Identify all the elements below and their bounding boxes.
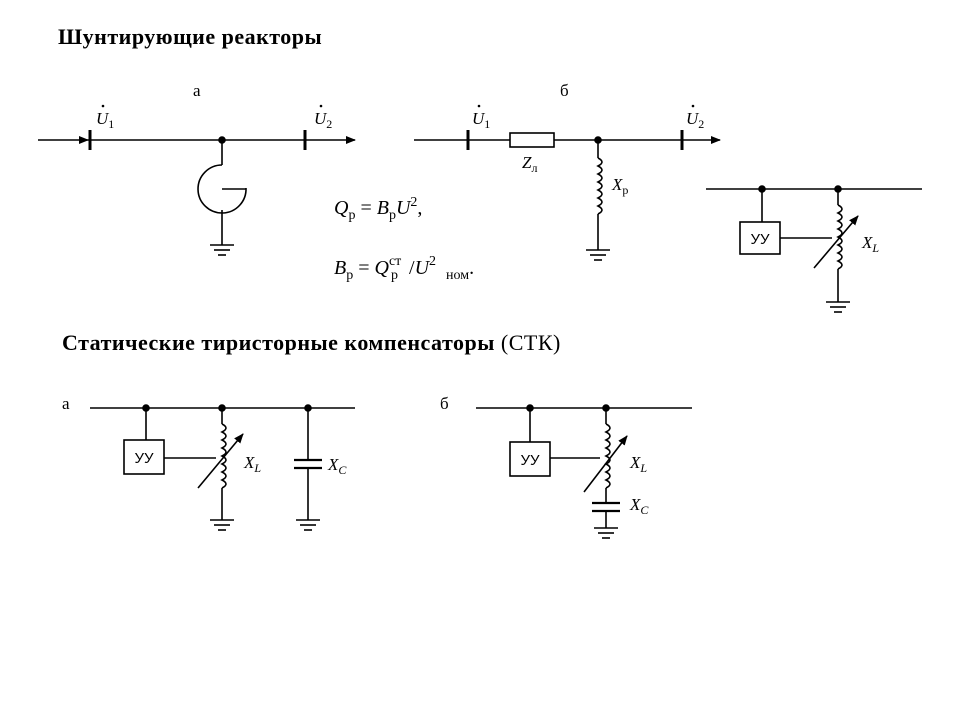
voltage-u1-label: U1 <box>96 104 114 131</box>
title-stk-text: Статические тиристорные компенсаторы <box>62 330 495 355</box>
panel-label-b-stk: б <box>440 394 449 413</box>
voltage-u2-label: U2 <box>686 104 704 131</box>
ground-icon <box>826 301 850 313</box>
capacitive-reactance-label: XC <box>327 455 347 477</box>
panel-label-a-stk: а <box>62 394 70 413</box>
inductive-reactance-label: XL <box>629 453 647 475</box>
control-unit-label: УУ <box>750 231 770 248</box>
reactance-label: Xр <box>611 175 628 197</box>
inductive-reactance-label: XL <box>861 233 879 255</box>
control-unit-box <box>123 439 165 475</box>
reactor-symbol <box>197 164 247 214</box>
control-unit-box <box>509 441 551 477</box>
diagram-reactor-a <box>38 130 356 256</box>
control-unit-label: УУ <box>520 452 540 469</box>
title-shunt-reactors: Шунтирующие реакторы <box>58 24 323 49</box>
inductive-reactance-label: XL <box>243 453 261 475</box>
title-stk-abbr: (СТК) <box>500 330 561 355</box>
variable-arrow <box>583 435 628 493</box>
ground-icon <box>296 519 320 531</box>
inductor-coil <box>596 157 603 215</box>
panel-label-b: б <box>560 81 569 100</box>
ground-icon <box>586 249 610 261</box>
inductor-coil <box>604 423 611 489</box>
capacitor-symbol <box>592 501 620 513</box>
capacitor-symbol <box>294 458 322 470</box>
panel-label-a: а <box>193 81 201 100</box>
variable-arrow <box>813 215 859 269</box>
control-unit-box <box>739 221 781 255</box>
ground-icon <box>210 519 234 531</box>
diagram-stk-b <box>476 404 692 539</box>
control-unit-label: УУ <box>134 450 154 467</box>
capacitive-reactance-label: XC <box>629 495 649 517</box>
svg-text:U2: U2 <box>314 109 332 131</box>
impedance-box <box>509 132 555 148</box>
variable-arrow <box>197 433 244 489</box>
diagram-controlled-reactor <box>706 185 922 313</box>
ground-icon <box>210 244 234 256</box>
impedance-label: Zл <box>522 153 537 175</box>
svg-text:U2: U2 <box>686 109 704 131</box>
diagram-reactor-b <box>414 130 721 261</box>
diagram-stk-a <box>90 404 355 531</box>
title-stk: Статические тиристорные компенсаторы (СТ… <box>62 330 561 356</box>
ground-icon <box>594 527 618 539</box>
voltage-u2-label: U2 <box>314 104 332 131</box>
svg-text:U1: U1 <box>96 109 114 131</box>
inductor-coil <box>220 423 227 489</box>
voltage-u1-label: U1 <box>472 104 490 131</box>
formula-reactive-power: Qр = BрU2, <box>334 195 422 223</box>
svg-text:U1: U1 <box>472 109 490 131</box>
inductor-coil <box>836 204 843 270</box>
